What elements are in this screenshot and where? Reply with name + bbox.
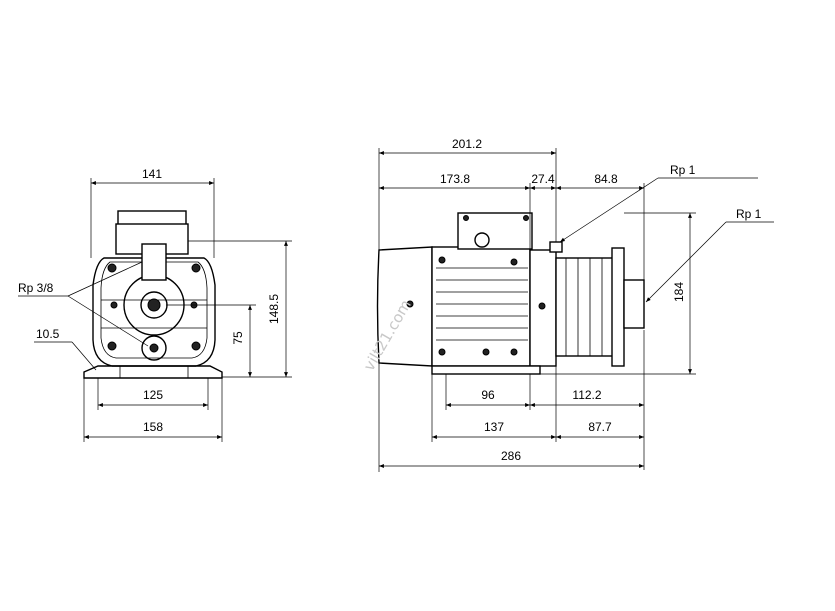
dim-75-label: 75 <box>231 331 245 345</box>
vertical-nozzle <box>141 243 167 281</box>
cooling-fins <box>436 267 528 341</box>
dim-112-2-label: 112.2 <box>572 388 601 402</box>
dim-125-label: 125 <box>143 388 163 402</box>
shaft-center <box>147 298 161 312</box>
bolt <box>191 341 201 351</box>
bolt <box>107 263 117 273</box>
cable-gland <box>474 232 490 248</box>
motor-end-cap <box>376 246 433 367</box>
outlet-port <box>549 241 563 253</box>
dim-27-4-label: 27.4 <box>531 172 555 186</box>
dim-87-7-label: 87.7 <box>588 420 612 434</box>
dim-201-2-label: 201.2 <box>452 137 482 151</box>
bolt <box>191 263 201 273</box>
dim-173-8-label: 173.8 <box>440 172 470 186</box>
terminal-box <box>457 212 533 250</box>
motor-body <box>431 246 531 367</box>
dim-137-label: 137 <box>484 420 504 434</box>
base-foot <box>83 365 223 379</box>
dim-286-label: 286 <box>501 449 521 463</box>
inlet-nozzle <box>623 279 645 329</box>
pump-chamber <box>555 257 617 357</box>
front-view: 141 148.5 75 Rp 3/8 10.5 125 158 <box>18 167 292 442</box>
dim-10-5-label: 10.5 <box>36 327 60 341</box>
dim-96-label: 96 <box>481 388 495 402</box>
dim-84-8-label: 84.8 <box>594 172 618 186</box>
drain-plug <box>141 335 167 361</box>
bolt <box>107 341 117 351</box>
dim-148-5-label: 148.5 <box>267 294 281 324</box>
dim-158-label: 158 <box>143 420 163 434</box>
rp-1-inlet-label: Rp 1 <box>736 207 762 221</box>
rp-1-outlet-label: Rp 1 <box>670 163 696 177</box>
side-foot <box>431 365 541 375</box>
terminal-box-top <box>117 210 187 226</box>
dim-141-label: 141 <box>142 167 162 181</box>
dim-184-label: 184 <box>672 282 686 302</box>
side-view: vilt21.com 201.2 173.8 27.4 84.8 Rp 1 Rp… <box>360 137 774 472</box>
pump-end-flange <box>611 247 625 367</box>
rp-3-8-label: Rp 3/8 <box>18 281 54 295</box>
